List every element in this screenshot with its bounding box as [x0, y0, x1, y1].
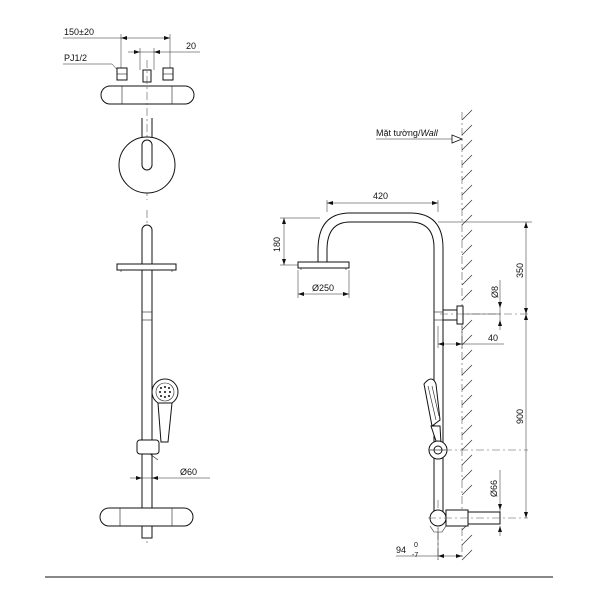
dim-top-width: 150±20 [64, 27, 94, 37]
dim-bottom-offset: 94 [396, 545, 406, 555]
wall-label-suffix: Wall [420, 128, 438, 138]
dim-head-diameter: Ø250 [312, 283, 334, 293]
dim-pipe-dia: Ø66 [489, 480, 499, 497]
dim-arm-length: 420 [373, 191, 388, 201]
wall-label-prefix: Mặt tường/ [376, 128, 421, 138]
dim-thread: PJ1/2 [64, 53, 87, 63]
dim-bracket-dia: Ø8 [490, 286, 500, 298]
wall-label: Mặt tường/Wall [376, 128, 439, 138]
dim-bracket-depth: 40 [488, 333, 498, 343]
side-view: Mặt tường/Wall [272, 109, 532, 561]
dim-bottom-tol-lower: -7 [412, 552, 418, 559]
dim-front-pipe-dia: Ø60 [180, 467, 197, 477]
dim-upper-height: 350 [515, 263, 525, 278]
front-view: Ø60 [99, 210, 210, 545]
top-view: 150±20 20 PJ1/2 [63, 27, 200, 200]
dim-head-drop: 180 [272, 237, 282, 252]
dim-bottom-tol-upper: 0 [414, 542, 418, 549]
dim-outlet-offset: 20 [186, 41, 196, 51]
dim-mid-height: 900 [515, 409, 525, 424]
wall-hatch [461, 109, 473, 561]
